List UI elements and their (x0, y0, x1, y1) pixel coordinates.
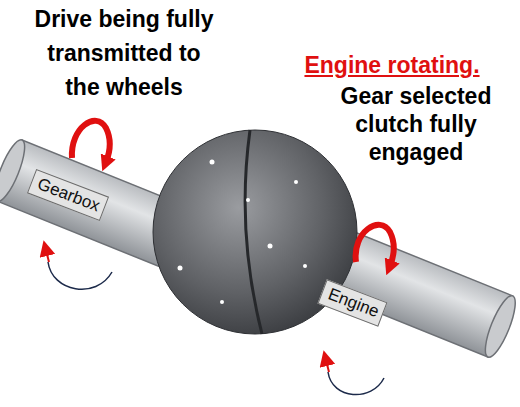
rotation-arrow (72, 121, 110, 162)
sphere-seam (245, 130, 262, 334)
rotation-arrowhead (326, 360, 329, 372)
sphere-highlights (178, 160, 308, 305)
status-caption: Drive being fully transmitted to the whe… (30, 2, 218, 104)
rotation-arrow (356, 225, 394, 266)
rotation-arrowhead (46, 250, 49, 262)
rotation-arrow (48, 262, 112, 289)
shaft-end (480, 292, 520, 360)
shaft-end (0, 137, 30, 205)
status-heading: Engine rotating. (282, 50, 502, 80)
status-caption: Gear selected clutch fully engaged (330, 82, 502, 166)
rotation-arrow (328, 372, 384, 395)
